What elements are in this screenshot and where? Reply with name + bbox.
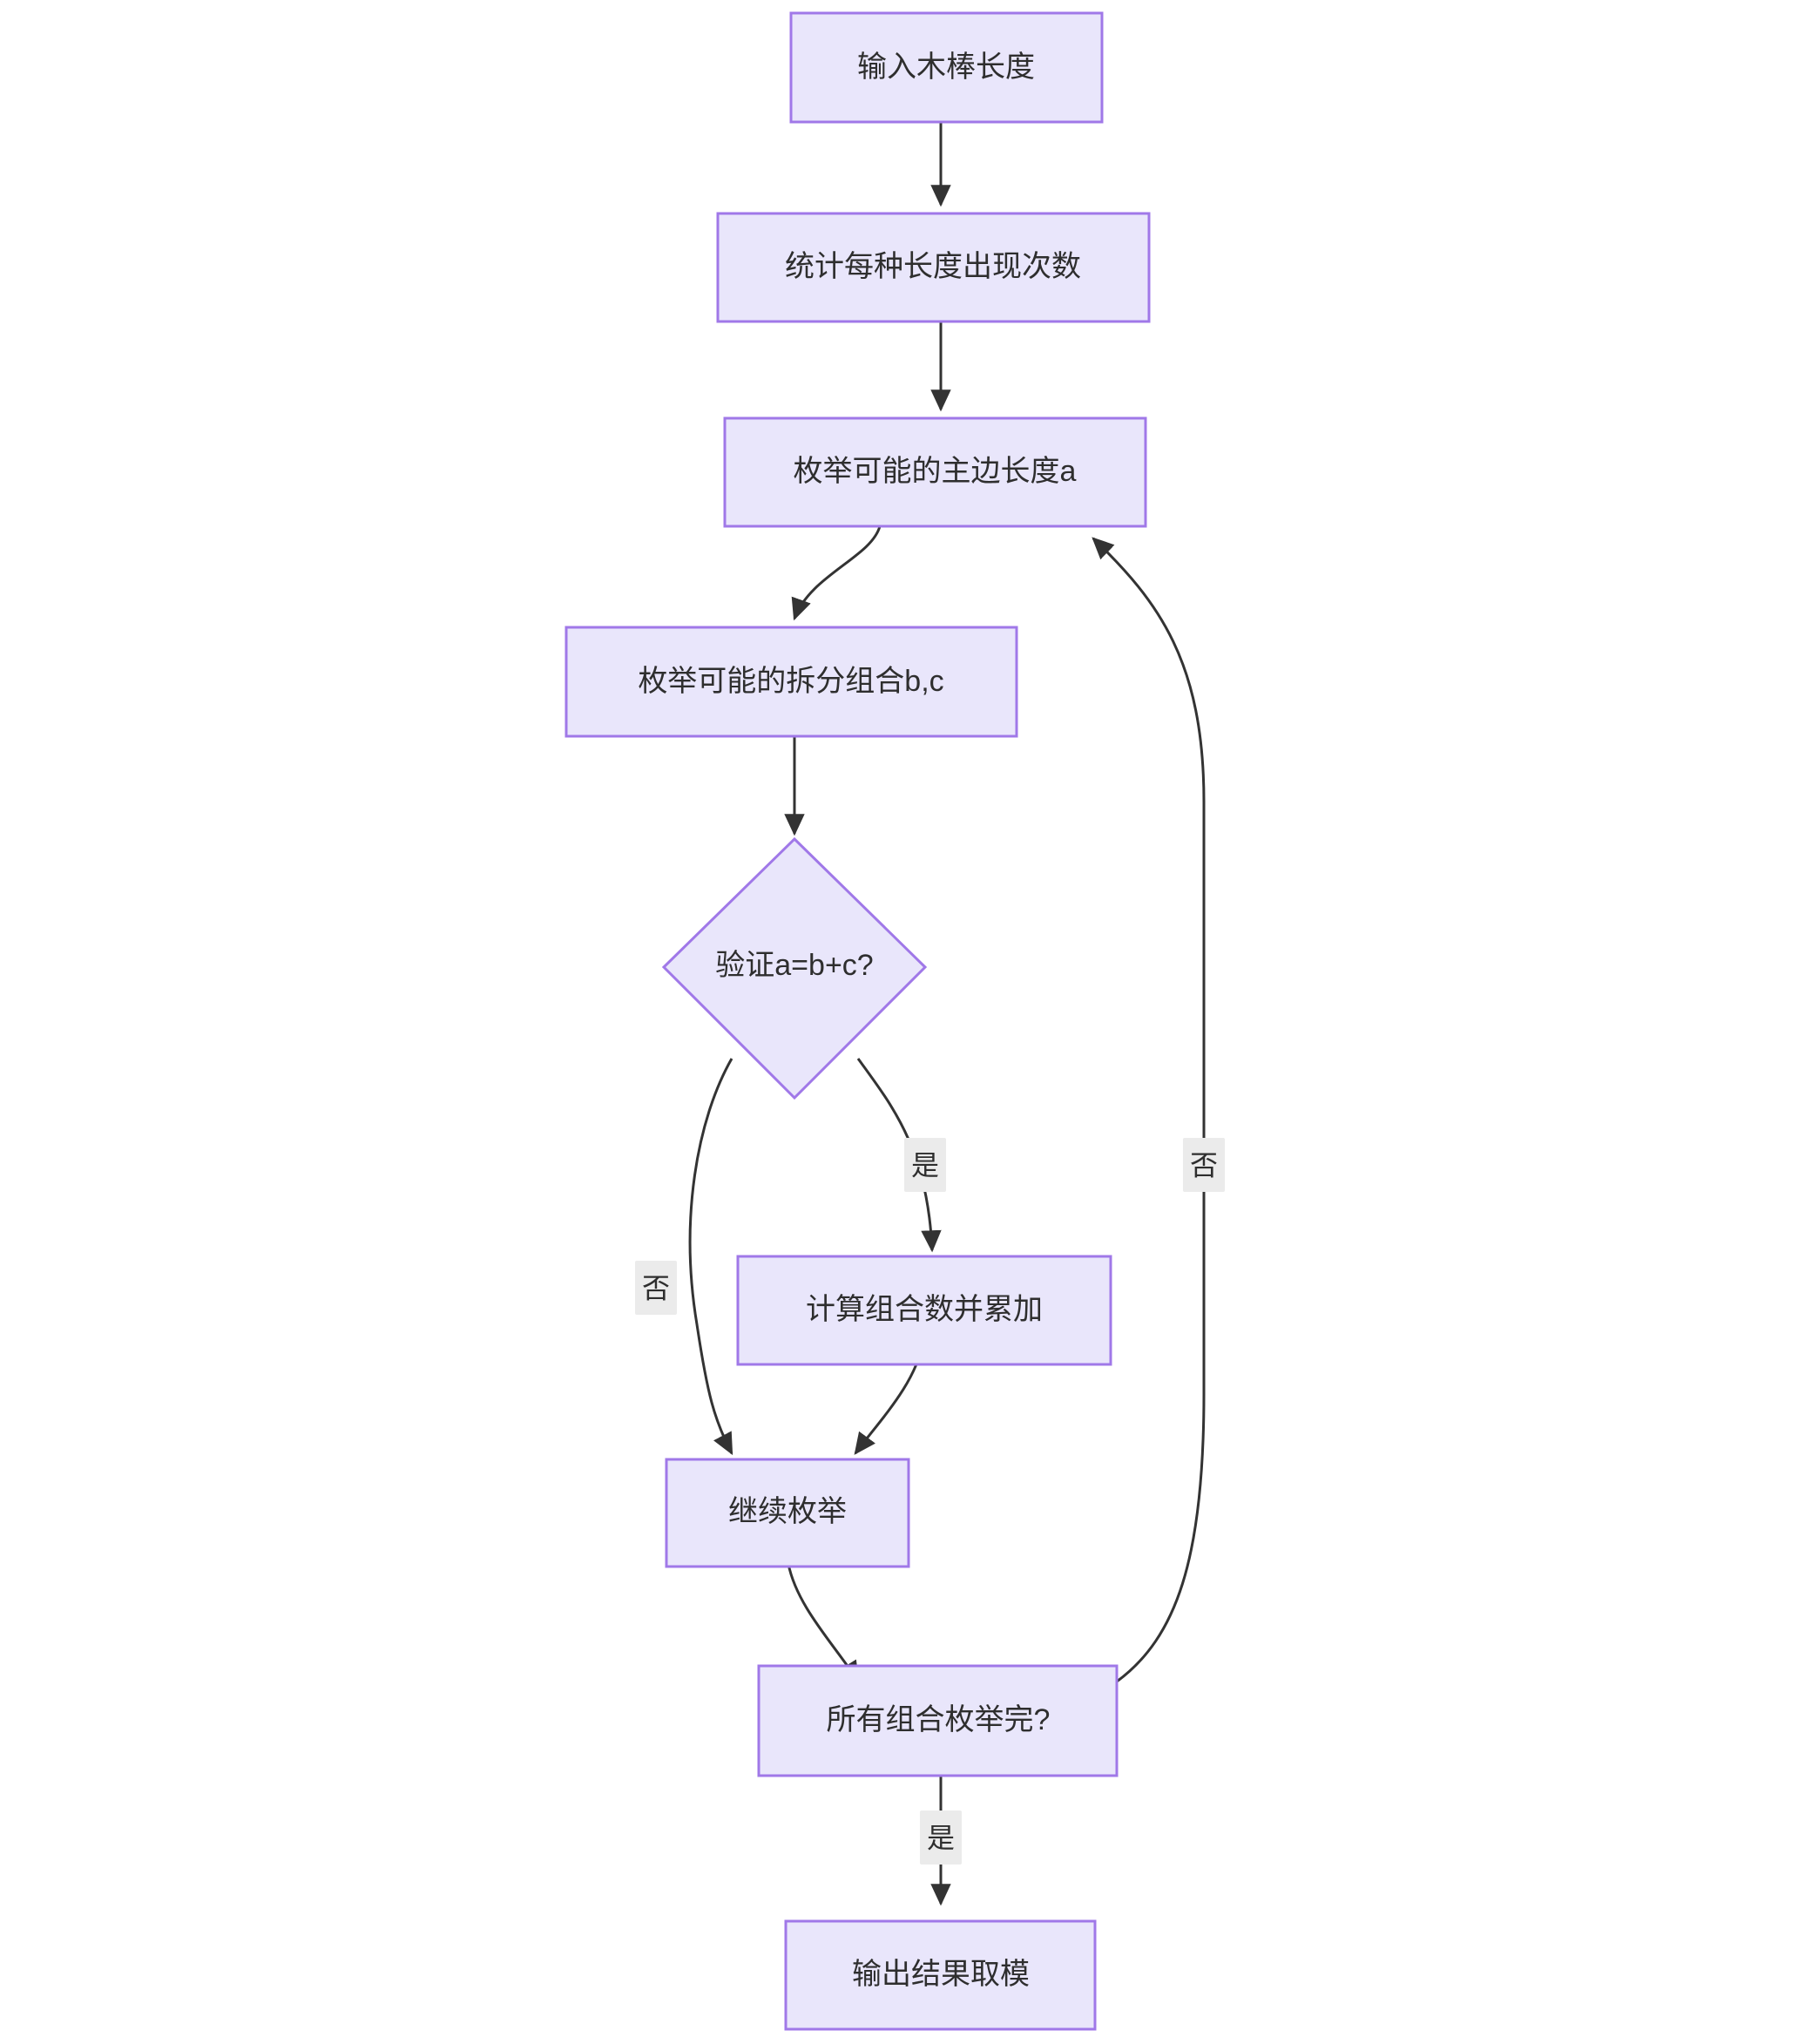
edge-n3-n4 bbox=[791, 525, 882, 621]
node-count-lengths[interactable]: 统计每种长度出现次数 bbox=[716, 212, 1151, 323]
node-verify-decision-label: 验证a=b+c? bbox=[715, 949, 873, 982]
node-all-enumerated-label: 所有组合枚举完? bbox=[827, 1703, 1051, 1736]
node-enumerate-main-side[interactable]: 枚举可能的主边长度a bbox=[723, 416, 1147, 528]
node-verify-decision[interactable]: 验证a=b+c? bbox=[661, 836, 928, 1100]
edge-label-yes-calc-text: 是 bbox=[911, 1149, 939, 1181]
node-enumerate-split-label: 枚举可能的拆分组合b,c bbox=[638, 665, 943, 698]
edge-n5-n7 bbox=[688, 1058, 733, 1456]
node-enumerate-main-side-label: 枚举可能的主边长度a bbox=[794, 455, 1077, 488]
node-enumerate-split[interactable]: 枚举可能的拆分组合b,c bbox=[564, 626, 1018, 738]
edge-label-no-to-continue: 否 bbox=[635, 1261, 677, 1315]
node-continue-enumerate-label: 继续枚举 bbox=[728, 1495, 847, 1528]
edge-label-no-loop-back: 否 bbox=[1183, 1138, 1225, 1192]
edge-label-yes-output-text: 是 bbox=[927, 1822, 955, 1853]
node-input-stick-length-label: 输入木棒长度 bbox=[857, 51, 1035, 84]
node-layer: 输入木棒长度 统计每种长度出现次数 枚举可能的主边长度a 枚举可能的拆分组合b,… bbox=[564, 11, 1151, 2031]
edge-n8-n3-loop bbox=[1092, 537, 1206, 1683]
node-count-lengths-label: 统计每种长度出现次数 bbox=[785, 250, 1081, 283]
edge-label-no-continue-text: 否 bbox=[642, 1272, 670, 1303]
edge-n5-n6 bbox=[856, 1058, 942, 1253]
node-output-result-mod-label: 输出结果取模 bbox=[852, 1958, 1030, 1991]
node-all-enumerated-decision[interactable]: 所有组合枚举完? bbox=[757, 1664, 1119, 1777]
edge-label-yes-to-output: 是 bbox=[920, 1810, 962, 1865]
node-calc-accumulate-label: 计算组合数并累加 bbox=[806, 1293, 1043, 1326]
edge-n7-n8 bbox=[787, 1563, 860, 1684]
edge-label-layer: 是 否 否 是 bbox=[635, 1138, 1225, 1865]
node-input-stick-length[interactable]: 输入木棒长度 bbox=[789, 11, 1104, 124]
node-continue-enumerate[interactable]: 继续枚举 bbox=[665, 1458, 910, 1568]
node-output-result-mod[interactable]: 输出结果取模 bbox=[784, 1919, 1097, 2031]
edge-label-no-loop-text: 否 bbox=[1190, 1149, 1218, 1181]
node-calc-accumulate[interactable]: 计算组合数并累加 bbox=[736, 1255, 1112, 1366]
edge-label-yes-to-calc: 是 bbox=[904, 1138, 946, 1192]
